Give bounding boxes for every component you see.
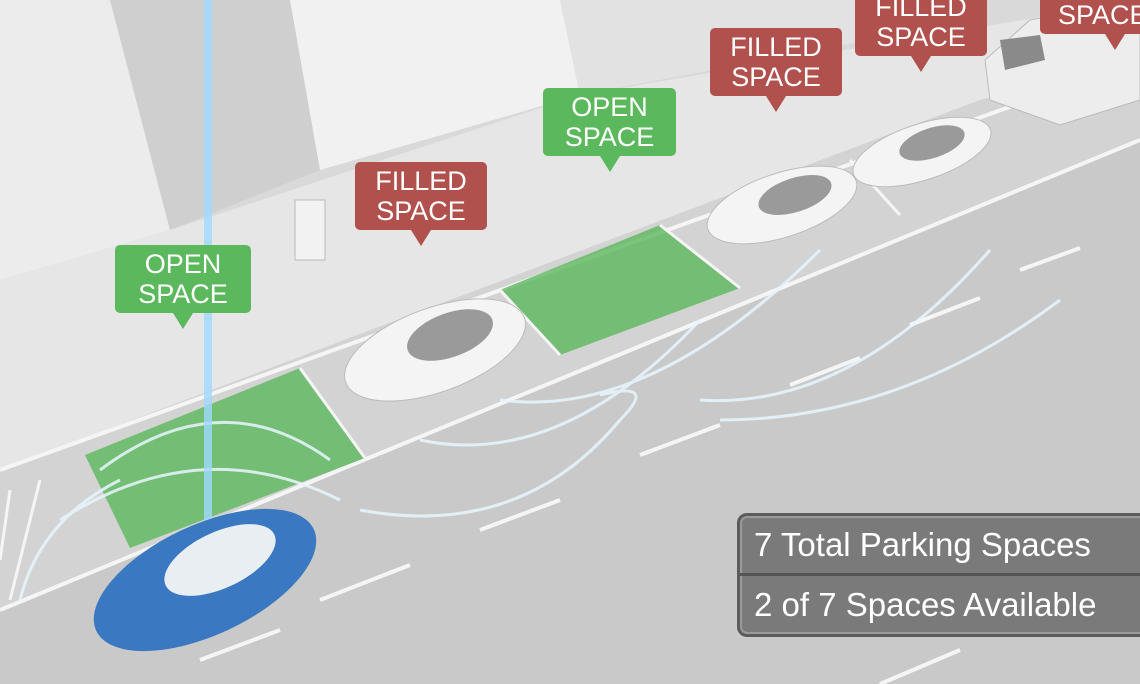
label-line: FILLED — [375, 166, 467, 196]
summary-panel: 7 Total Parking Spaces 2 of 7 Spaces Ava… — [737, 513, 1140, 637]
open-space-1 — [85, 368, 365, 548]
label-line: FILLED — [730, 32, 822, 62]
building — [0, 0, 170, 280]
label-line: SPACE — [1058, 0, 1140, 30]
filled-space-label: SPACE — [1040, 0, 1140, 50]
label-line: SPACE — [731, 62, 821, 92]
label-line: SPACE — [564, 122, 655, 152]
available-spaces: 2 of 7 Spaces Available — [740, 573, 1140, 633]
ego-car — [93, 508, 317, 652]
parked-car — [344, 298, 526, 402]
label-line: SPACE — [376, 196, 466, 226]
parked-car — [852, 116, 992, 188]
label-line: SPACE — [138, 279, 228, 309]
label-line: OPEN — [144, 249, 222, 279]
sensor-waves — [18, 248, 1061, 601]
label-line: FILLED — [875, 0, 967, 22]
total-spaces: 7 Total Parking Spaces — [754, 526, 1091, 563]
building-shadow — [110, 0, 320, 230]
open-space-2 — [500, 225, 740, 355]
parking-meter — [294, 199, 326, 261]
label-line: SPACE — [876, 22, 966, 52]
building — [290, 0, 580, 170]
sidewalk — [0, 0, 1140, 470]
parked-car — [706, 165, 858, 245]
label-line: OPEN — [571, 92, 648, 122]
